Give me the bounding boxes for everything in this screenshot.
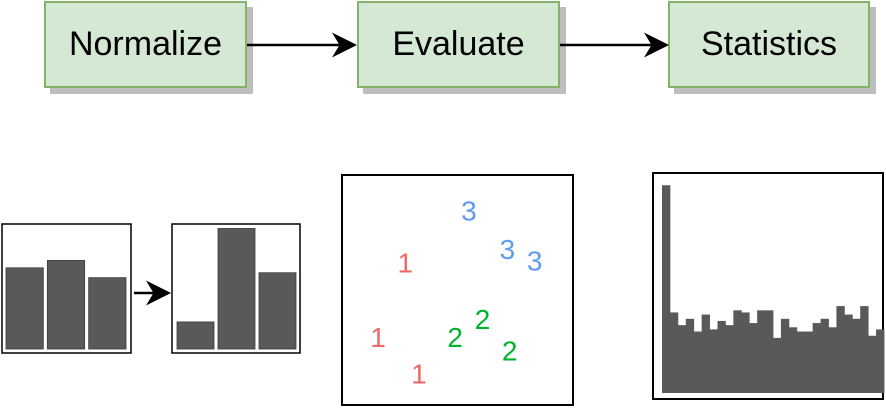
histogram-bar-6 xyxy=(701,314,710,393)
histogram-bar-23 xyxy=(836,306,845,393)
histogram-bar-14 xyxy=(765,310,774,393)
statistics-step: Statistics xyxy=(668,1,870,88)
histogram-bar-4 xyxy=(685,318,695,393)
before-normalization-bars xyxy=(5,260,127,350)
histogram-bar-20 xyxy=(812,323,821,393)
histogram-bar-25 xyxy=(852,318,861,393)
histogram-bar-12 xyxy=(749,323,758,393)
after-normalization-bar-2 xyxy=(217,228,256,350)
histogram-bar-3 xyxy=(677,325,687,393)
before-normalization-bar-2 xyxy=(46,260,86,350)
histogram-bar-26 xyxy=(860,306,869,393)
histogram-bar-24 xyxy=(844,314,853,393)
histogram-bar-28 xyxy=(876,329,885,393)
cluster-1-point-4: 1 xyxy=(398,247,414,278)
evaluation-scatter-panel xyxy=(341,174,574,406)
histogram-bar-21 xyxy=(820,318,829,393)
cluster-1-point-6: 1 xyxy=(411,358,427,389)
histogram-bar-11 xyxy=(741,312,750,393)
histogram-bar-19 xyxy=(804,331,814,393)
histogram-bar-9 xyxy=(725,325,734,393)
cluster-3-point-1: 3 xyxy=(461,196,477,227)
after-normalization-bar-1 xyxy=(176,321,215,350)
histogram-bar-13 xyxy=(757,310,766,393)
cluster-2-point-9: 2 xyxy=(502,336,518,367)
histogram-bar-16 xyxy=(780,318,790,393)
evaluate-step: Evaluate xyxy=(357,1,560,88)
histogram-bar-5 xyxy=(693,331,703,393)
histogram-bar-2 xyxy=(669,312,679,393)
before-normalization-bar-3 xyxy=(88,277,127,350)
histogram-bar-8 xyxy=(717,320,726,393)
statistics-histogram-bars xyxy=(662,185,885,393)
statistics-step-label: Statistics xyxy=(700,25,838,63)
histogram-bar-27 xyxy=(868,335,877,393)
histogram-bar-10 xyxy=(733,310,742,393)
evaluate-step-label: Evaluate xyxy=(392,25,525,63)
normalize-step: Normalize xyxy=(44,1,247,88)
before-normalization-bar-1 xyxy=(5,267,44,350)
cluster-3-point-3: 3 xyxy=(527,245,543,276)
histogram-bar-15 xyxy=(773,337,782,393)
histogram-bar-1 xyxy=(662,185,671,393)
histogram-bar-22 xyxy=(828,327,837,393)
cluster-2-point-7: 2 xyxy=(447,322,463,353)
after-normalization-bar-3 xyxy=(258,272,297,350)
normalize-step-label: Normalize xyxy=(68,25,223,63)
after-normalization-bars xyxy=(176,228,297,350)
histogram-bar-17 xyxy=(788,327,798,393)
histogram-bar-7 xyxy=(709,329,718,393)
cluster-2-point-8: 2 xyxy=(475,304,491,335)
cluster-3-point-2: 3 xyxy=(500,234,516,265)
cluster-1-point-5: 1 xyxy=(370,322,386,353)
histogram-bar-18 xyxy=(796,331,806,393)
